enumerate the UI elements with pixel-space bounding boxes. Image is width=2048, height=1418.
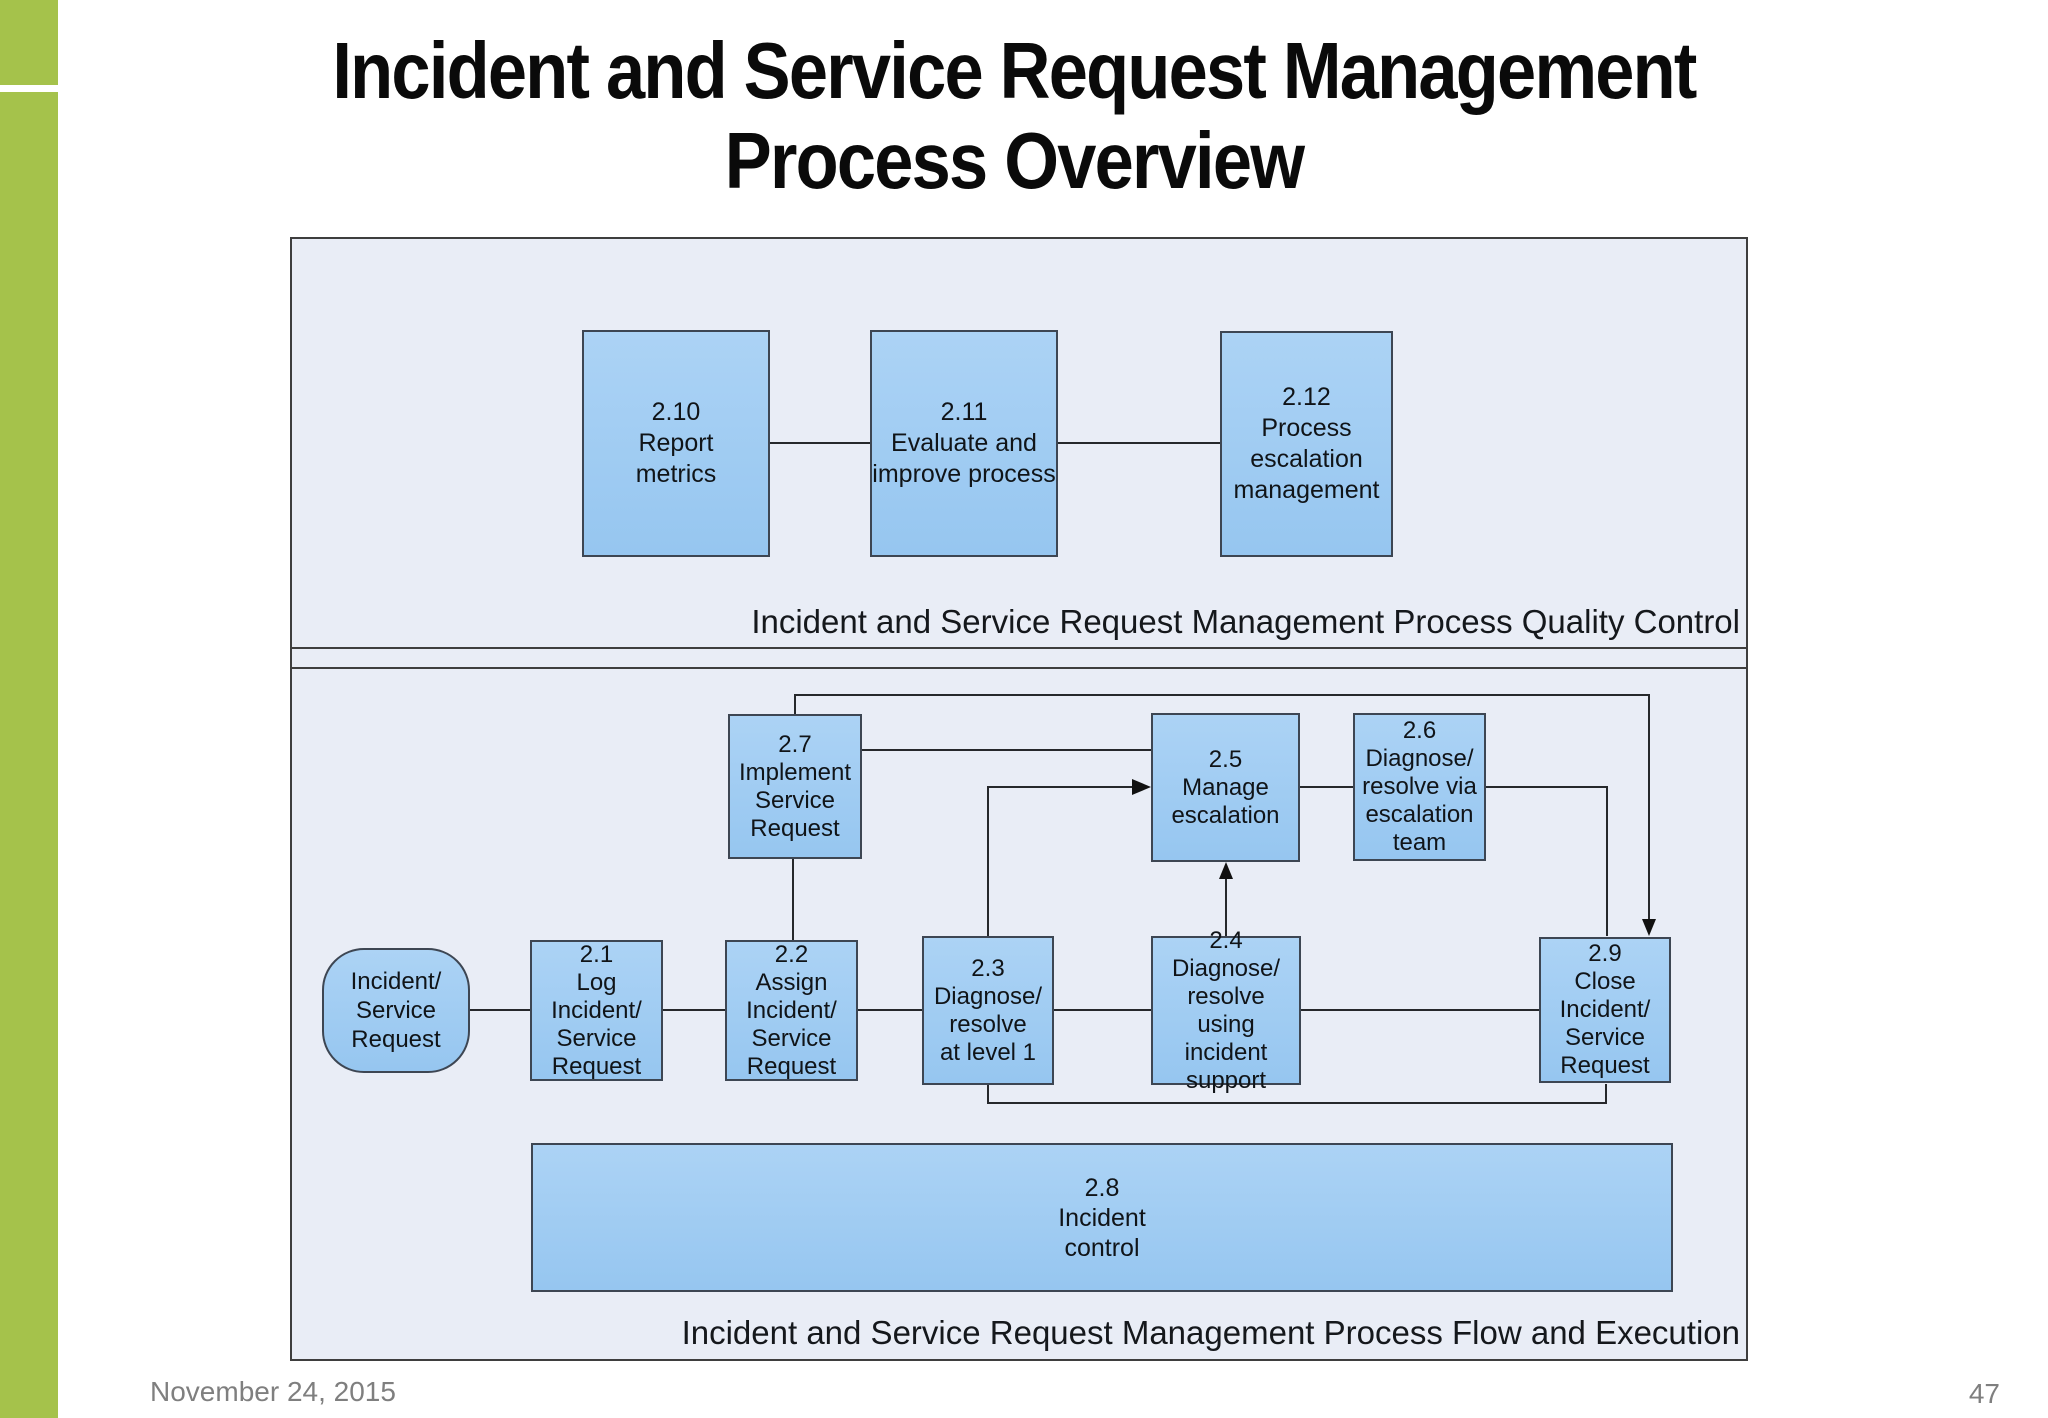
footer-date: November 24, 2015: [150, 1376, 396, 1407]
page-number: 47: [1968, 1378, 2000, 1409]
process-box-2-7: 2.7 Implement Service Request: [728, 714, 862, 859]
process-box-2-7-label: 2.7 Implement Service Request: [738, 730, 852, 842]
process-box-2-11: 2.11 Evaluate and improve process: [870, 330, 1058, 557]
process-box-2-9-label: 2.9 Close Incident/ Service Request: [1559, 940, 1651, 1079]
process-box-2-10-label: 2.10 Report metrics: [635, 398, 717, 488]
process-box-2-3-label: 2.3 Diagnose/ resolve at level 1: [933, 954, 1043, 1066]
process-box-2-2-label: 2.2 Assign Incident/ Service Request: [746, 940, 837, 1080]
process-box-2-11-label: 2.11 Evaluate and improve process: [872, 398, 1056, 488]
process-box-2-2: 2.2 Assign Incident/ Service Request: [725, 940, 858, 1081]
slide-title-line1: Incident and Service Request Management: [332, 26, 1697, 115]
arrowhead-into-2-5-bottom: [1219, 862, 1233, 879]
process-box-2-10: 2.10 Report metrics: [582, 330, 770, 557]
connector-2-7-to-2-9: [794, 694, 1650, 920]
process-box-2-8: 2.8 Incident control: [531, 1143, 1673, 1292]
flow-band-top-border: [290, 667, 1748, 669]
process-box-2-1-label: 2.1 Log Incident/ Service Request: [551, 940, 642, 1080]
process-box-2-6-label: 2.6 Diagnose/ resolve via escalation tea…: [1362, 717, 1477, 856]
process-box-2-5: 2.5 Manage escalation: [1151, 713, 1300, 862]
slide-title: Incident and Service Request Management …: [113, 26, 1915, 206]
process-box-2-8-label: 2.8 Incident control: [1058, 1173, 1146, 1262]
accent-bar-gap: [0, 85, 58, 92]
quality-band-bottom-border: [290, 647, 1748, 649]
slide-title-line2: Process Overview: [724, 116, 1305, 205]
process-box-2-1: 2.1 Log Incident/ Service Request: [530, 940, 663, 1081]
arrowhead-into-2-5-left: [1132, 779, 1151, 795]
start-terminator-label: Incident/ Service Request: [350, 968, 442, 1053]
accent-bar: [0, 0, 58, 1418]
process-box-2-4-label: 2.4 Diagnose/ resolve using incident sup…: [1171, 926, 1281, 1094]
process-box-2-9: 2.9 Close Incident/ Service Request: [1539, 937, 1671, 1083]
arrowhead-into-2-9-top: [1642, 919, 1656, 936]
connector-2-3-to-2-9: [987, 1084, 1607, 1104]
start-terminator: Incident/ Service Request: [322, 948, 470, 1073]
quality-section-label: Incident and Service Request Management …: [751, 603, 1740, 640]
connector-2-3-to-2-5: [987, 786, 1133, 936]
process-box-2-4: 2.4 Diagnose/ resolve using incident sup…: [1151, 927, 1301, 1094]
flow-section-label: Incident and Service Request Management …: [681, 1314, 1740, 1351]
process-box-2-5-label: 2.5 Manage escalation: [1171, 745, 1280, 829]
process-box-2-6: 2.6 Diagnose/ resolve via escalation tea…: [1353, 713, 1486, 861]
connector-2-6-to-2-9: [1486, 786, 1608, 936]
process-box-2-12-label: 2.12 Process escalation management: [1233, 383, 1380, 504]
process-box-2-12: 2.12 Process escalation management: [1220, 331, 1393, 557]
process-box-2-3: 2.3 Diagnose/ resolve at level 1: [922, 936, 1054, 1085]
